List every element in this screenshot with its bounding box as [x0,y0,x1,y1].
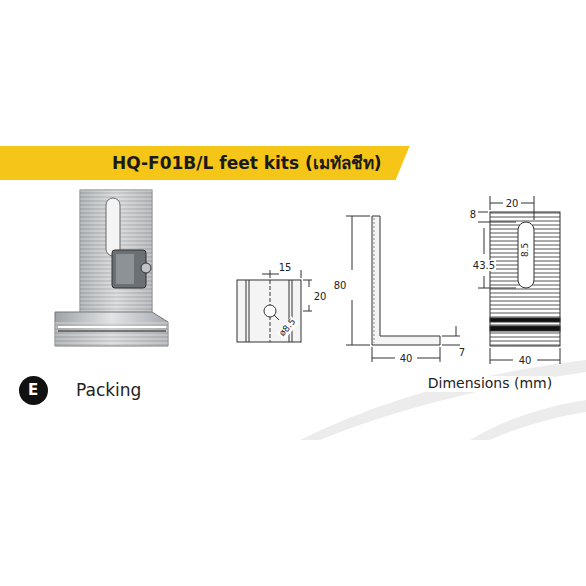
badge-letter: E [28,382,38,399]
top-view [237,270,312,342]
dimension: 40 [399,353,414,364]
dimension: 20 [313,291,328,302]
badge-circle: E [19,376,48,405]
dimension: 8.5 [521,242,531,258]
front-view [478,196,560,364]
side-view [346,216,460,362]
dimension: 15 [278,262,293,273]
dimension: 20 [505,198,520,209]
caption-text: Packing [75,381,142,400]
dimension: 8 [469,209,477,220]
title-text: HQ-F01B/L feet kits (เมทัลชีท) [112,154,382,173]
swoosh [470,400,586,440]
dimension: 80 [333,280,348,291]
caption-text: Dimensions (mm) [427,376,553,391]
bracket-photo [55,190,168,346]
swoosh [300,360,586,440]
dimension: 7 [458,347,466,358]
dimension: 40 [518,355,533,366]
dimension: 43.5 [472,260,496,271]
title-banner [0,146,410,180]
